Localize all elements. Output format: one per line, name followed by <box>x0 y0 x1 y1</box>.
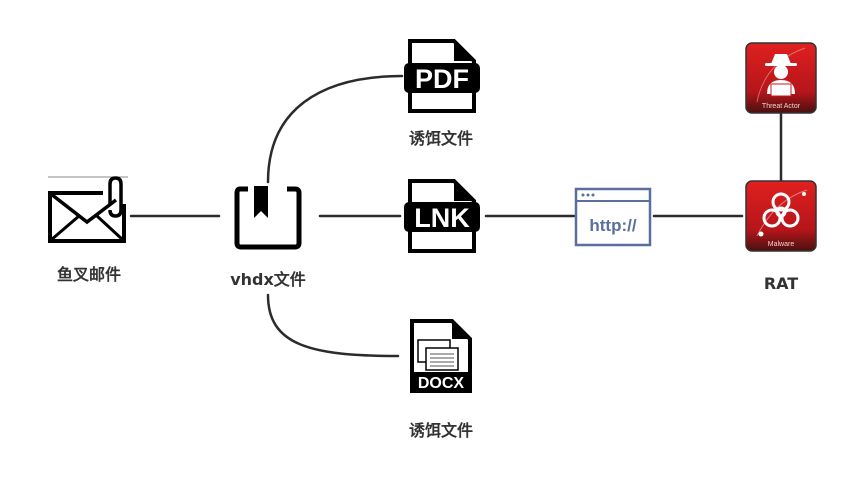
http-text: http:// <box>589 216 636 235</box>
pdf-badge: PDF <box>415 64 469 94</box>
docx-badge: DOCX <box>418 375 465 392</box>
vhdx-file-node[interactable] <box>234 184 302 250</box>
threat-actor-icon: Threat Actor <box>745 42 817 114</box>
email-attachment-icon <box>48 176 128 243</box>
lnk-badge: LNK <box>414 203 470 233</box>
malware-badge: Malware <box>768 241 795 248</box>
pdf-lure-node[interactable]: PDF <box>402 38 482 114</box>
http-url-node[interactable]: http:// <box>574 187 654 247</box>
browser-url-icon: http:// <box>574 187 652 247</box>
threat-actor-node[interactable]: Threat Actor <box>745 42 817 114</box>
phishing-email-node[interactable] <box>48 176 128 244</box>
malware-biohazard-icon: Malware <box>745 180 817 252</box>
lnk-file-icon: LNK <box>404 179 480 253</box>
edge-vhdx-docx <box>266 293 400 358</box>
phishing-email-label: 鱼叉邮件 <box>56 265 122 284</box>
docx-lure-label: 诱饵文件 <box>408 421 474 440</box>
docx-file-icon: DOCX <box>410 319 472 393</box>
pdf-lure-label: 诱饵文件 <box>408 129 474 148</box>
edge-vhdx-pdf <box>266 74 404 184</box>
vhdx-file-label: vhdx文件 <box>230 270 306 289</box>
lnk-file-node[interactable]: LNK <box>402 178 482 254</box>
threat-actor-badge: Threat Actor <box>762 103 801 110</box>
pdf-file-icon: PDF <box>404 39 480 113</box>
docx-lure-node[interactable]: DOCX <box>408 318 474 394</box>
rat-label: RAT <box>763 274 799 293</box>
rat-node[interactable]: Malware <box>745 180 817 252</box>
bookmark-box-icon <box>234 186 302 250</box>
